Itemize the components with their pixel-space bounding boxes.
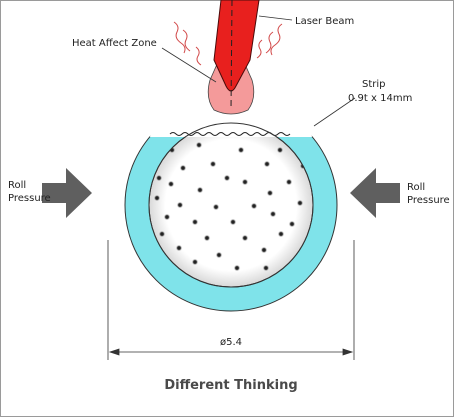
diameter-dimension (107, 240, 355, 360)
diameter-label: ø5.4 (220, 337, 242, 348)
laser-beam-label: Laser Beam (295, 16, 354, 27)
roll-pressure-left-line1: Roll (8, 180, 26, 191)
heat-wave-lines (173, 21, 283, 66)
arrow-right-icon (42, 168, 92, 218)
arrow-left-icon (350, 168, 400, 218)
heat-affect-zone-label: Heat Affect Zone (72, 38, 157, 49)
heat-zone-leader (161, 47, 217, 83)
particle-dots (153, 141, 307, 272)
strip-leader (313, 97, 356, 127)
roll-pressure-right-line2: Pressure (407, 195, 450, 206)
strip-label-line1: Strip (362, 79, 386, 90)
roll-pressure-right-line1: Roll (407, 182, 425, 193)
strip-label-line2: 0.9t x 14mm (348, 93, 412, 104)
laser-centerline (230, 0, 233, 111)
laser-beam-leader (258, 15, 293, 21)
roll-pressure-left-line2: Pressure (8, 193, 51, 204)
caption-title: Different Thinking (164, 378, 297, 393)
